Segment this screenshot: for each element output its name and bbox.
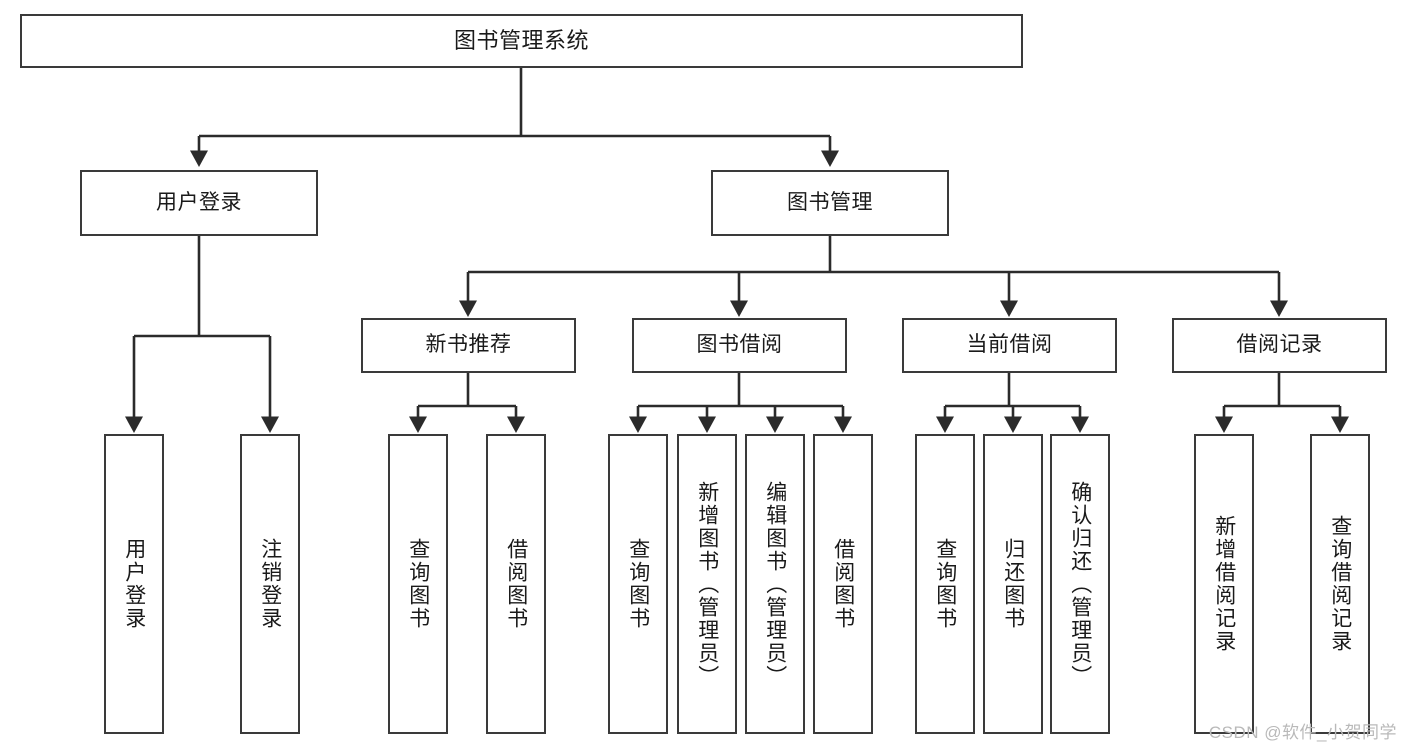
node-user-login[interactable]: 用户登录	[80, 170, 318, 236]
node-leaf-borrow-books-new[interactable]: 借阅图书	[486, 434, 546, 734]
node-leaf-search-books-new[interactable]: 查询图书	[388, 434, 448, 734]
node-label: 归还图书	[1001, 538, 1025, 630]
node-label: 图书管理	[787, 190, 873, 214]
node-label: 借阅图书	[504, 538, 528, 630]
node-leaf-borrow-books[interactable]: 借阅图书	[813, 434, 873, 734]
node-label: 查询图书	[406, 538, 430, 630]
node-leaf-search-borrow-record[interactable]: 查询借阅记录	[1310, 434, 1370, 734]
node-label: 新增图书（管理员）	[695, 480, 719, 688]
node-leaf-search-books-borrow[interactable]: 查询图书	[608, 434, 668, 734]
node-current-borrowing[interactable]: 当前借阅	[902, 318, 1117, 373]
node-leaf-return-books[interactable]: 归还图书	[983, 434, 1043, 734]
node-leaf-edit-book-admin[interactable]: 编辑图书（管理员）	[745, 434, 805, 734]
node-label: 确认归还（管理员）	[1068, 480, 1092, 688]
node-label: 新书推荐	[425, 333, 512, 357]
watermark: CSDN @软件_小贺同学	[1208, 723, 1397, 742]
node-label: 新增借阅记录	[1212, 515, 1236, 653]
node-label: 借阅图书	[831, 538, 855, 630]
node-leaf-add-borrow-record[interactable]: 新增借阅记录	[1194, 434, 1254, 734]
node-label: 用户登录	[156, 190, 242, 214]
node-label: 查询图书	[933, 538, 957, 630]
node-label: 借阅记录	[1236, 333, 1323, 357]
node-book-borrowing[interactable]: 图书借阅	[632, 318, 847, 373]
node-label: 用户登录	[122, 538, 146, 630]
node-leaf-add-book-admin[interactable]: 新增图书（管理员）	[677, 434, 737, 734]
node-leaf-confirm-return-admin[interactable]: 确认归还（管理员）	[1050, 434, 1110, 734]
node-label: 图书借阅	[696, 333, 783, 357]
node-leaf-search-books-current[interactable]: 查询图书	[915, 434, 975, 734]
node-borrowing-records[interactable]: 借阅记录	[1172, 318, 1387, 373]
node-label: 编辑图书（管理员）	[763, 480, 787, 688]
node-label: 注销登录	[258, 538, 282, 630]
node-label: 查询借阅记录	[1328, 515, 1352, 653]
node-leaf-logout[interactable]: 注销登录	[240, 434, 300, 734]
node-new-book-recommendation[interactable]: 新书推荐	[361, 318, 576, 373]
node-label: 图书管理系统	[453, 28, 589, 54]
node-leaf-user-login[interactable]: 用户登录	[104, 434, 164, 734]
node-label: 查询图书	[626, 538, 650, 630]
node-label: 当前借阅	[966, 333, 1053, 357]
node-book-management[interactable]: 图书管理	[711, 170, 949, 236]
node-root-book-management-system[interactable]: 图书管理系统	[20, 14, 1023, 68]
